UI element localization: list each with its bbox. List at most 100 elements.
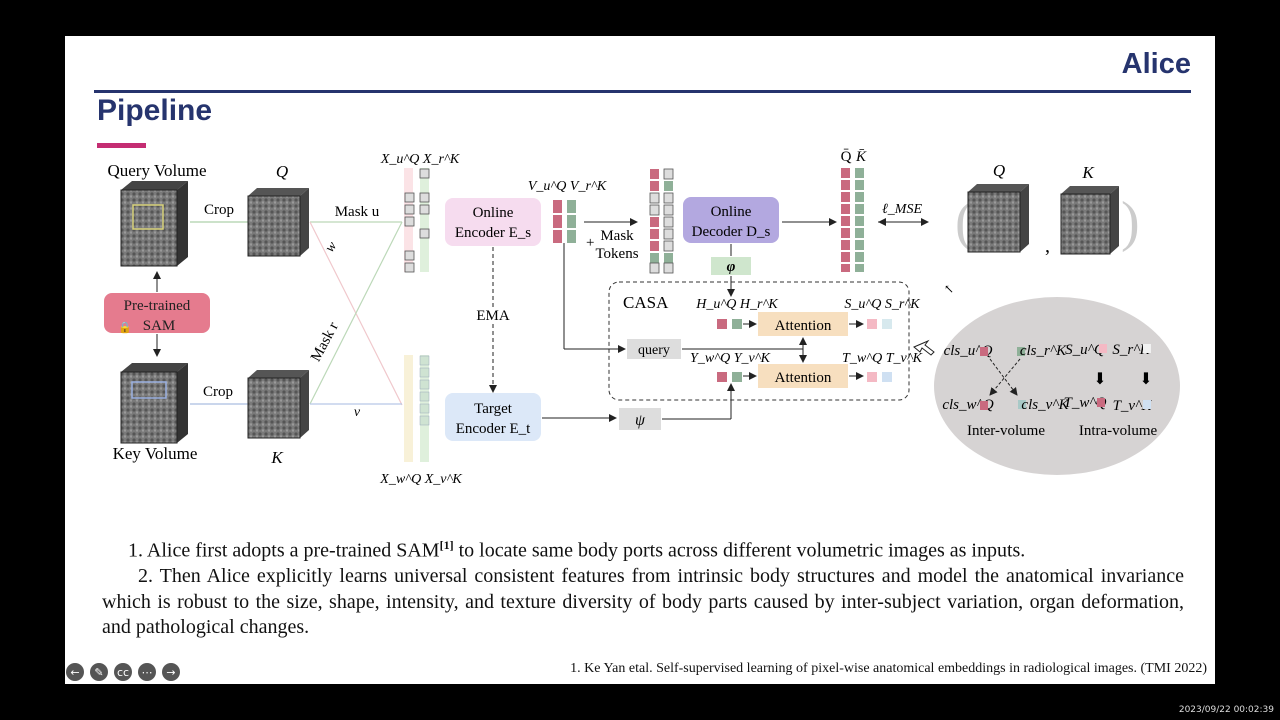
tw-q-label: T_w^Q <box>1063 395 1106 411</box>
callout-arrow <box>913 339 935 356</box>
sr-k-token <box>1143 344 1151 353</box>
cls-rk-label: cls_r^K <box>1020 343 1067 359</box>
x-bottom-label: X_w^Q X_v^K <box>379 472 462 487</box>
h-u-token <box>717 319 727 329</box>
key-volume-label: Key Volume <box>113 444 198 463</box>
cls-rk-token <box>1017 347 1025 356</box>
bullet-list: 1. Alice first adopts a pre-trained SAM[… <box>102 533 1184 641</box>
cls-uq-token <box>980 347 988 356</box>
crop-label-bottom: Crop <box>203 384 233 400</box>
ema-bg: EMA <box>476 308 510 324</box>
query-box <box>627 339 681 359</box>
s-tokens-label: S_u^Q S_r^K <box>844 297 920 312</box>
prev-slide-icon[interactable]: ← <box>66 663 84 681</box>
citation-link[interactable]: [1] <box>439 538 454 552</box>
intra-arrows-right: ⬇ <box>1139 371 1152 388</box>
sr-k-label: S_r^K <box>1112 342 1150 358</box>
more-icon[interactable]: ⋯ <box>138 663 156 681</box>
t-tokens-label: T_w^Q T_v^K <box>842 351 923 366</box>
slide: Alice Pipeline Query Volume Crop <box>65 36 1215 684</box>
v-tokens-label: V_u^Q V_r^K <box>528 179 607 194</box>
online-decoder-box <box>683 197 779 243</box>
lock-icon: 🔒 <box>118 321 132 334</box>
mask-tokens-line1: Mask <box>600 228 634 244</box>
mask-u-label: Mask u <box>335 204 380 220</box>
x-bottom-tokens <box>404 355 430 462</box>
page-title: Pipeline <box>97 94 213 127</box>
bullet-1-text: 1. Alice first adopts a pre-trained SAM <box>128 539 440 562</box>
q-label: Q <box>276 162 288 181</box>
mask-r-label: Mask r <box>308 320 342 365</box>
k-bar-label: K̄ <box>855 149 867 165</box>
k-label: K <box>270 448 284 467</box>
h-r-token <box>732 319 742 329</box>
s-r-token <box>882 319 892 329</box>
x-top-label: X_u^Q X_r^K <box>380 152 460 167</box>
phi-label: φ <box>727 259 736 275</box>
y-w-token <box>717 372 727 382</box>
ema-label: EMA <box>476 308 510 324</box>
online-decoder-line2: Decoder D_s <box>692 224 771 240</box>
target-q-label: Q <box>993 161 1005 180</box>
query-label: query <box>638 343 670 358</box>
v-tokens <box>553 200 576 243</box>
attention-label-bottom: Attention <box>775 370 832 386</box>
v-label: v <box>354 405 361 420</box>
attention-box-bottom <box>758 364 848 388</box>
inter-volume-label: Inter-volume <box>967 423 1045 439</box>
query-volume-cube <box>120 181 188 267</box>
su-q-token <box>1099 344 1107 353</box>
comma: , <box>1045 235 1050 257</box>
pen-icon[interactable]: ✎ <box>90 663 108 681</box>
online-decoder-line1: Online <box>711 204 752 220</box>
h-tokens-label: H_u^Q H_r^K <box>695 297 778 312</box>
q-bar-label: Q̄ <box>841 149 852 165</box>
loss-label: ℓ_MSE <box>882 202 922 217</box>
target-encoder-box <box>445 393 541 441</box>
cls-vk-label: cls_v^K <box>1021 397 1069 413</box>
tw-q-token <box>1097 398 1105 407</box>
target-k-image <box>1060 186 1119 255</box>
casa-box <box>608 281 910 401</box>
bullet-1: 1. Alice first adopts a pre-trained SAM[… <box>102 533 1184 564</box>
q-crop-image <box>247 188 309 257</box>
psi-label: ψ <box>635 412 646 429</box>
intra-arrows-left: ⬇ <box>1093 371 1106 388</box>
plus-label: + <box>586 235 594 251</box>
slide-toolbar: ← ✎ cc ⋯ → <box>66 663 180 681</box>
sam-label-line1: Pre-trained <box>124 298 191 314</box>
intra-volume-label: Intra-volume <box>1079 423 1158 439</box>
casa-label: CASA <box>623 293 669 312</box>
tv-k-token <box>1143 400 1151 409</box>
phi-box <box>711 257 751 275</box>
su-q-label: S_u^Q <box>1065 342 1105 358</box>
next-slide-icon[interactable]: → <box>162 663 180 681</box>
loss-oval <box>934 297 1180 475</box>
cursor-icon: ↖ <box>944 282 954 296</box>
bullet-1-text-cont: to locate same body ports across differe… <box>453 539 1026 562</box>
close-paren: ) <box>1121 191 1140 253</box>
output-tokens <box>841 168 864 272</box>
pipeline-diagram: Query Volume Crop Q Pre-trained SAM 🔒 Ke… <box>104 149 1180 487</box>
x-top-tokens <box>404 168 430 273</box>
video-timestamp: 2023/09/22 00:02:39 <box>1178 705 1274 715</box>
s-u-token <box>867 319 877 329</box>
sam-label-line2: SAM <box>143 318 176 334</box>
target-q-image <box>967 184 1029 253</box>
header-rule <box>94 90 1191 93</box>
tv-k-label: T_v^K <box>1113 398 1153 414</box>
crop-label-top: Crop <box>204 202 234 218</box>
y-tokens-label: Y_w^Q Y_v^K <box>690 351 771 366</box>
captions-icon[interactable]: cc <box>114 663 132 681</box>
target-encoder-line1: Target <box>474 401 513 417</box>
key-volume-cube <box>120 363 188 444</box>
title-underline <box>97 143 146 148</box>
target-k-label: K <box>1081 163 1095 182</box>
attention-label-top: Attention <box>775 318 832 334</box>
k-crop-image <box>247 370 309 439</box>
attention-box-top <box>758 312 848 336</box>
cls-vk-token <box>1018 400 1026 409</box>
y-v-token <box>732 372 742 382</box>
bullet-2: 2. Then Alice explicitly learns universa… <box>102 565 1184 639</box>
mask-tokens-line2: Tokens <box>595 246 638 262</box>
